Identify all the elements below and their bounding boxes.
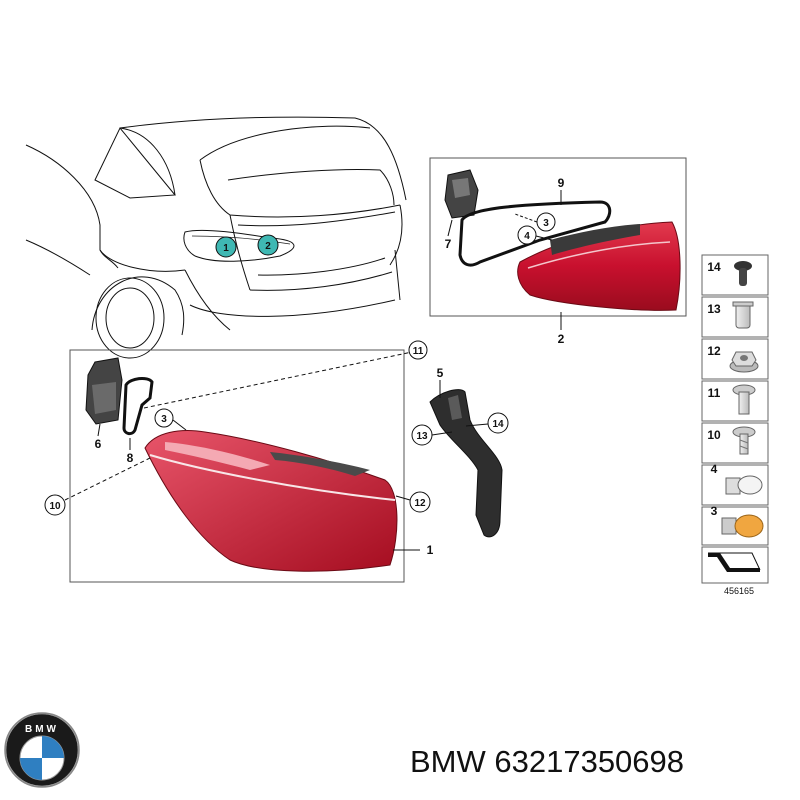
inner-light-detail-box: 9 3 4 7 2	[429, 157, 687, 346]
svg-text:2: 2	[558, 332, 565, 346]
svg-text:5: 5	[437, 366, 444, 380]
svg-text:13: 13	[416, 431, 428, 442]
parts-legend: 14 13 12 11	[701, 254, 769, 596]
car-callout-2: 2	[257, 234, 279, 256]
mounting-bracket: 5 13 14	[411, 366, 509, 538]
svg-text:4: 4	[711, 462, 718, 476]
flange-screw-icon	[732, 384, 756, 415]
part-number-caption: BMW 63217350698	[410, 744, 684, 779]
legend-row-12: 12	[701, 338, 769, 380]
legend-arrow-row	[701, 546, 769, 584]
legend-row-4: 4	[701, 462, 769, 506]
svg-text:11: 11	[413, 346, 424, 357]
svg-text:10: 10	[707, 428, 721, 442]
svg-text:9: 9	[558, 176, 565, 190]
legend-row-10: 10	[701, 422, 769, 464]
legend-row-3: 3	[701, 504, 769, 546]
svg-text:14: 14	[707, 260, 721, 274]
svg-text:3: 3	[711, 504, 718, 518]
hex-nut-icon	[729, 351, 759, 373]
legend-row-14: 14	[701, 254, 769, 296]
legend-row-13: 13	[701, 296, 769, 338]
svg-text:14: 14	[492, 419, 504, 430]
torx-screw-icon	[732, 426, 756, 455]
svg-text:13: 13	[707, 302, 721, 316]
svg-text:1: 1	[427, 543, 434, 557]
svg-text:1: 1	[223, 243, 229, 254]
push-rivet-icon	[734, 261, 752, 286]
car-rear-sketch	[25, 116, 407, 359]
sheet-arrow-icon	[708, 552, 761, 572]
svg-text:3: 3	[161, 414, 167, 425]
diagram-id: 456165	[724, 586, 754, 596]
bayonet-bulb-icon	[721, 514, 764, 538]
car-callout-1: 1	[215, 236, 237, 258]
svg-text:2: 2	[265, 241, 271, 252]
svg-text:7: 7	[445, 237, 452, 251]
svg-text:4: 4	[524, 231, 530, 242]
svg-text:12: 12	[414, 498, 426, 509]
svg-text:3: 3	[543, 218, 549, 229]
svg-text:12: 12	[707, 344, 721, 358]
svg-text:6: 6	[95, 437, 102, 451]
svg-text:10: 10	[49, 501, 61, 512]
outer-light-detail-box: 11 3 6 8 10 12 1	[44, 340, 434, 583]
wedge-bulb-icon	[725, 475, 763, 495]
svg-text:8: 8	[127, 451, 134, 465]
svg-text:BMW: BMW	[25, 724, 59, 735]
svg-text:11: 11	[708, 386, 721, 400]
legend-row-11: 11	[701, 380, 769, 422]
expanding-nut-icon	[732, 301, 754, 329]
bmw-roundel-logo: BMW	[4, 712, 80, 788]
